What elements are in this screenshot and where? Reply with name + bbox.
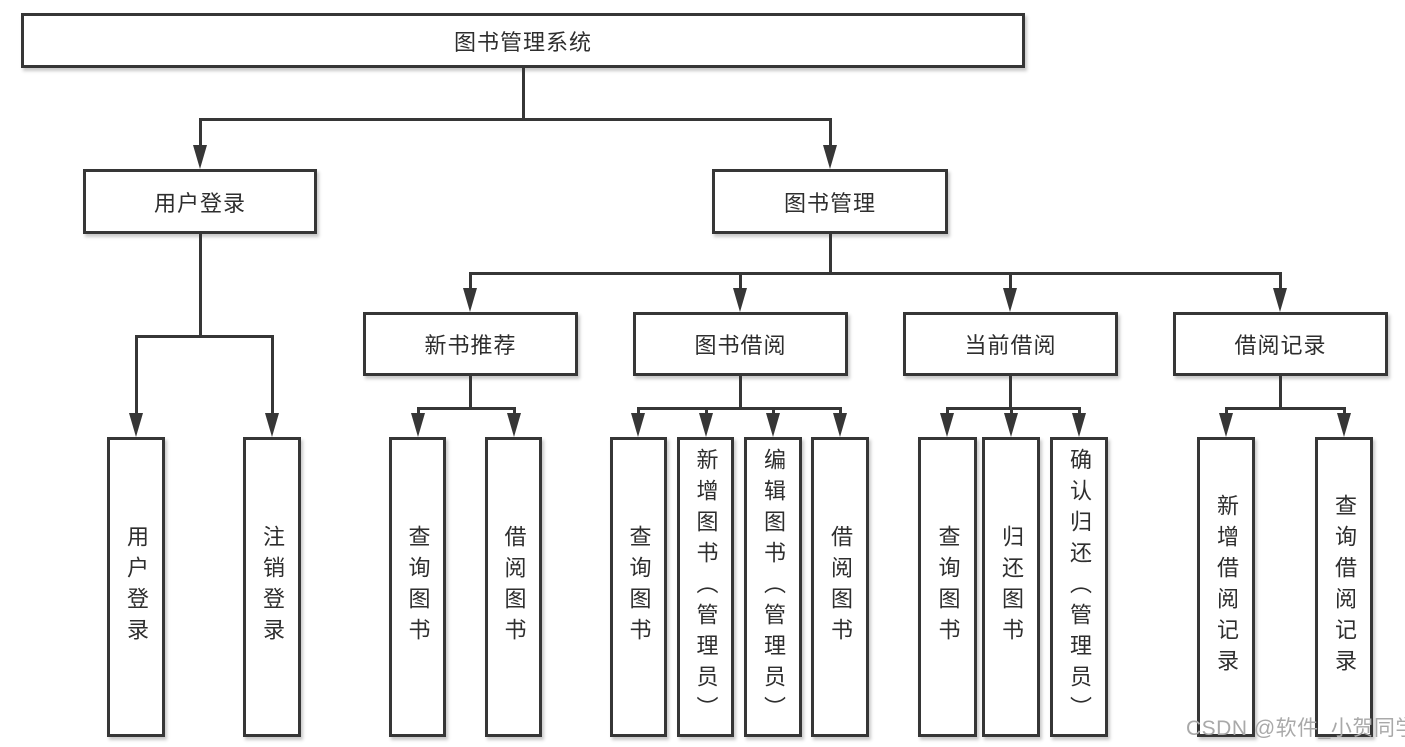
node-book-borrow: 图书借阅 bbox=[633, 312, 848, 376]
connector-drop-book-borrow-2 bbox=[771, 407, 775, 418]
node-leaf-return-books: 归还图书 bbox=[982, 437, 1040, 737]
connector-cross-current-borrow bbox=[945, 407, 1081, 410]
connector-drop-new-book-rec-0 bbox=[416, 407, 420, 418]
node-label-leaf-query-books-2: 查询图书 bbox=[626, 525, 652, 649]
node-label-leaf-borrow-books-2: 借阅图书 bbox=[828, 525, 853, 649]
node-label-leaf-borrow-books-1: 借阅图书 bbox=[501, 525, 527, 649]
node-borrow-records: 借阅记录 bbox=[1173, 312, 1388, 376]
node-leaf-query-books-2: 查询图书 bbox=[610, 437, 667, 737]
connector-drop-borrow-records-1 bbox=[1342, 407, 1346, 418]
connector-cross-new-book-rec bbox=[416, 407, 516, 410]
arrowhead-down-book-borrow-3 bbox=[832, 413, 847, 437]
node-current-borrow: 当前借阅 bbox=[903, 312, 1118, 376]
connector-drop-user-login-group-0 bbox=[134, 335, 138, 418]
node-leaf-query-borrow-record: 查询借阅记录 bbox=[1315, 437, 1373, 737]
node-label-leaf-edit-books: 编辑图书（管理员） bbox=[761, 447, 786, 727]
node-leaf-logout: 注销登录 bbox=[243, 437, 301, 737]
arrowhead-down-borrow-records-1 bbox=[1336, 413, 1351, 437]
arrowhead-down-current-borrow-1 bbox=[1003, 413, 1018, 437]
connector-cross-user-login-group bbox=[134, 335, 274, 338]
csdn-watermark: CSDN @软件_小贺同学 bbox=[1186, 717, 1405, 740]
connector-stem-root bbox=[521, 68, 525, 121]
connector-cross-root bbox=[198, 118, 832, 121]
connector-drop-book-mgmt-3 bbox=[1278, 272, 1282, 293]
arrowhead-down-current-borrow-0 bbox=[939, 413, 954, 437]
connector-drop-current-borrow-2 bbox=[1077, 407, 1081, 418]
node-leaf-query-books-1: 查询图书 bbox=[389, 437, 446, 737]
arrowhead-down-book-borrow-2 bbox=[765, 413, 780, 437]
arrowhead-down-book-mgmt-2 bbox=[1002, 288, 1017, 312]
connector-drop-current-borrow-0 bbox=[945, 407, 949, 418]
node-label-leaf-add-borrow-record: 新增借阅记录 bbox=[1214, 494, 1239, 680]
arrowhead-down-user-login-group-0 bbox=[128, 413, 143, 437]
node-label-root: 图书管理系统 bbox=[453, 29, 592, 55]
node-label-current-borrow: 当前借阅 bbox=[964, 333, 1057, 358]
arrowhead-down-user-login-group-1 bbox=[264, 413, 279, 437]
node-leaf-query-books-3: 查询图书 bbox=[918, 437, 977, 737]
arrowhead-down-book-borrow-1 bbox=[698, 413, 713, 437]
connector-drop-book-borrow-0 bbox=[636, 407, 640, 418]
connector-stem-book-borrow bbox=[738, 376, 742, 410]
connector-cross-borrow-records bbox=[1224, 407, 1346, 410]
node-leaf-add-books: 新增图书（管理员） bbox=[677, 437, 734, 737]
connector-cross-book-borrow bbox=[636, 407, 842, 410]
node-new-book-rec: 新书推荐 bbox=[363, 312, 578, 376]
node-label-leaf-logout: 注销登录 bbox=[260, 525, 285, 649]
arrowhead-down-book-mgmt-3 bbox=[1272, 288, 1287, 312]
node-leaf-edit-books: 编辑图书（管理员） bbox=[744, 437, 802, 737]
arrowhead-down-root-0 bbox=[192, 145, 207, 169]
connector-drop-user-login-group-1 bbox=[270, 335, 274, 418]
node-label-leaf-return-books: 归还图书 bbox=[999, 525, 1024, 649]
node-leaf-borrow-books-2: 借阅图书 bbox=[811, 437, 869, 737]
connector-drop-book-mgmt-2 bbox=[1008, 272, 1012, 293]
connector-stem-borrow-records bbox=[1278, 376, 1282, 410]
node-label-new-book-rec: 新书推荐 bbox=[424, 333, 517, 358]
node-label-leaf-query-books-3: 查询图书 bbox=[935, 525, 961, 649]
node-label-book-borrow: 图书借阅 bbox=[694, 333, 787, 358]
connector-cross-book-mgmt bbox=[468, 272, 1282, 275]
arrowhead-down-root-1 bbox=[822, 145, 837, 169]
arrowhead-down-current-borrow-2 bbox=[1071, 413, 1086, 437]
connector-stem-book-mgmt bbox=[828, 234, 832, 275]
node-leaf-user-login: 用户登录 bbox=[107, 437, 165, 737]
arrowhead-down-new-book-rec-0 bbox=[410, 413, 425, 437]
node-label-leaf-confirm-return: 确认归还（管理员） bbox=[1067, 447, 1092, 727]
connector-drop-root-1 bbox=[828, 118, 832, 150]
connector-drop-book-mgmt-0 bbox=[468, 272, 472, 293]
arrowhead-down-book-mgmt-1 bbox=[732, 288, 747, 312]
connector-stem-new-book-rec bbox=[468, 376, 472, 410]
arrowhead-down-book-borrow-0 bbox=[630, 413, 645, 437]
connector-drop-book-borrow-3 bbox=[838, 407, 842, 418]
arrowhead-down-borrow-records-0 bbox=[1218, 413, 1233, 437]
node-book-mgmt: 图书管理 bbox=[712, 169, 948, 234]
connector-stem-current-borrow bbox=[1008, 376, 1012, 410]
connector-drop-borrow-records-0 bbox=[1224, 407, 1228, 418]
connector-drop-new-book-rec-1 bbox=[512, 407, 516, 418]
arrowhead-down-new-book-rec-1 bbox=[506, 413, 521, 437]
connector-drop-book-mgmt-1 bbox=[738, 272, 742, 293]
node-label-leaf-query-books-1: 查询图书 bbox=[405, 525, 431, 649]
connector-stem-user-login-group bbox=[198, 234, 202, 338]
connector-drop-book-borrow-1 bbox=[704, 407, 708, 418]
connector-drop-root-0 bbox=[198, 118, 202, 150]
arrowhead-down-book-mgmt-0 bbox=[462, 288, 477, 312]
node-label-leaf-query-borrow-record: 查询借阅记录 bbox=[1332, 494, 1357, 680]
node-root: 图书管理系统 bbox=[21, 13, 1025, 68]
node-label-book-mgmt: 图书管理 bbox=[783, 190, 876, 216]
node-leaf-confirm-return: 确认归还（管理员） bbox=[1050, 437, 1108, 737]
node-leaf-borrow-books-1: 借阅图书 bbox=[485, 437, 542, 737]
node-user-login-group: 用户登录 bbox=[83, 169, 317, 234]
node-label-leaf-user-login: 用户登录 bbox=[124, 525, 149, 649]
node-leaf-add-borrow-record: 新增借阅记录 bbox=[1197, 437, 1255, 737]
node-label-borrow-records: 借阅记录 bbox=[1234, 333, 1327, 358]
node-label-user-login-group: 用户登录 bbox=[153, 190, 246, 216]
node-label-leaf-add-books: 新增图书（管理员） bbox=[693, 447, 719, 727]
connector-drop-current-borrow-1 bbox=[1009, 407, 1013, 418]
